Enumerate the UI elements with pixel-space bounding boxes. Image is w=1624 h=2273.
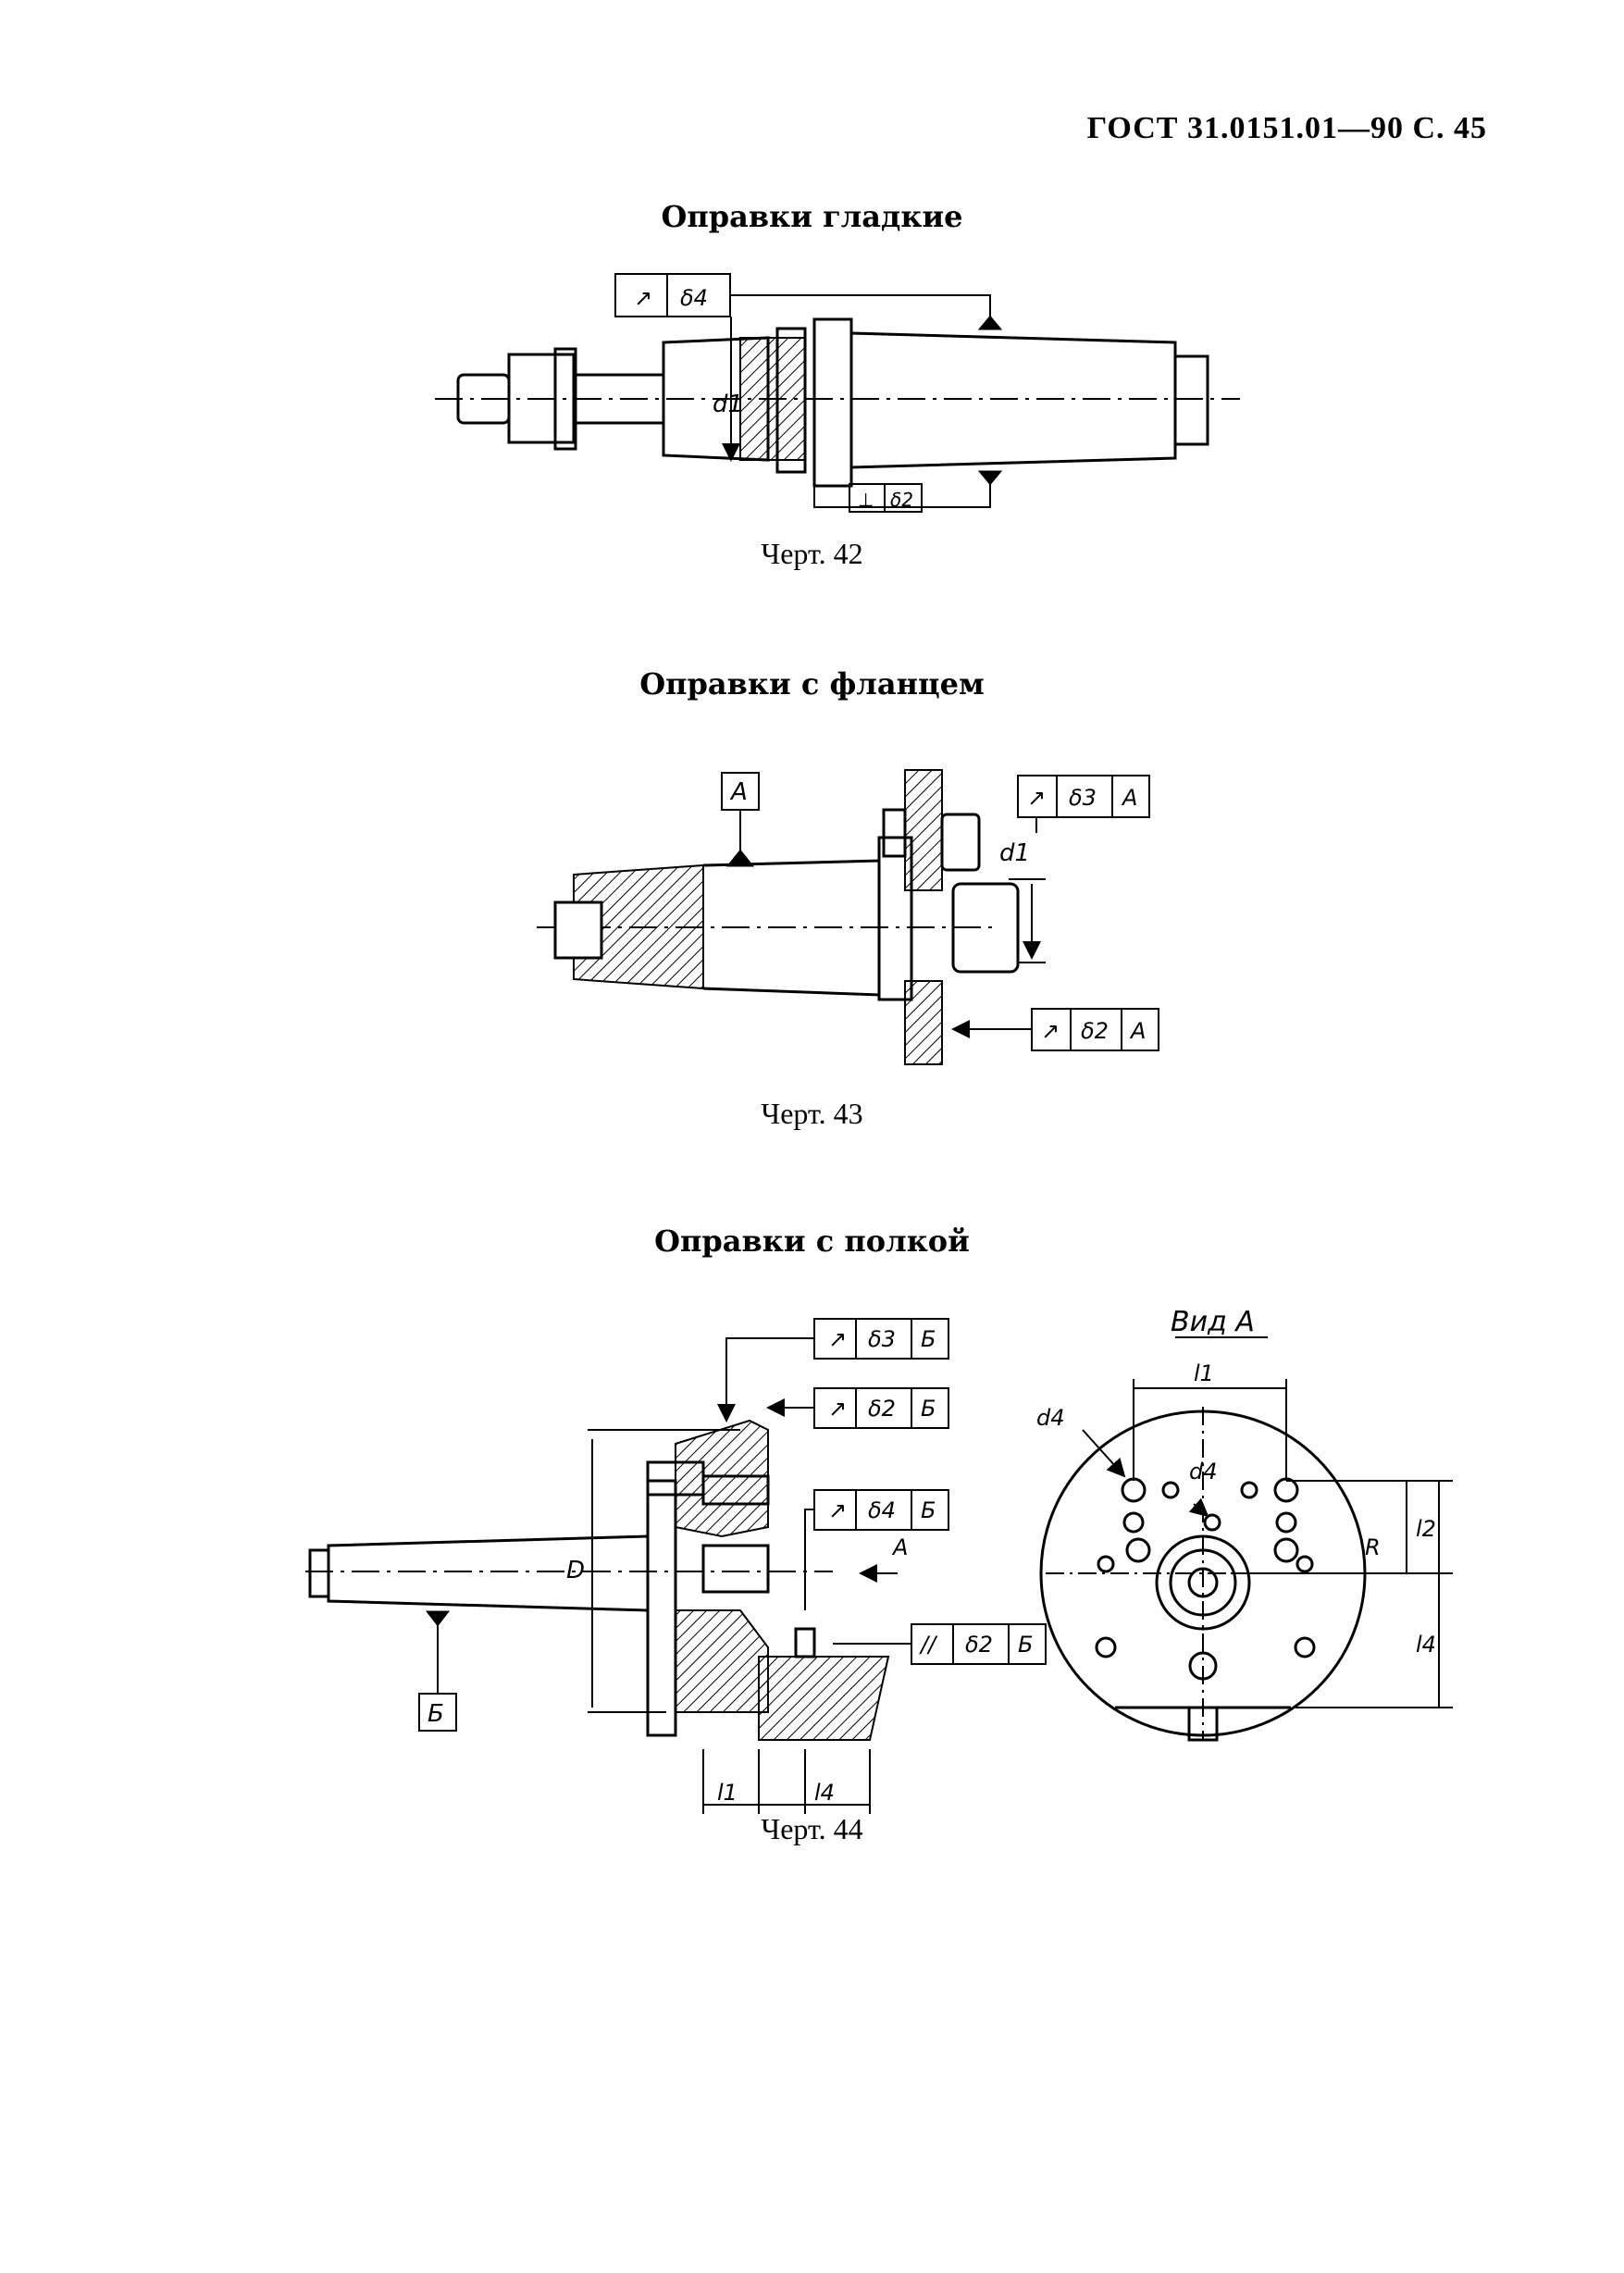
view-dim-l2: l2 xyxy=(1416,1516,1436,1542)
page-header: ГОСТ 31.0151.01—90 С. 45 xyxy=(1086,111,1487,145)
frame-value: δ4 xyxy=(680,285,708,311)
caption-42: Черт. 42 xyxy=(761,537,863,570)
frame-datum: Б xyxy=(921,1497,936,1523)
frame-symbol: ⊥ xyxy=(858,489,874,511)
frame-value: δ3 xyxy=(1069,785,1097,811)
frame-datum: A xyxy=(1129,1018,1146,1044)
dim-d1: d1 xyxy=(713,391,743,418)
view-dim-R: R xyxy=(1365,1534,1381,1560)
view-dim-l4: l4 xyxy=(1416,1632,1436,1658)
dim-d1: d1 xyxy=(999,839,1030,867)
dim-l4: l4 xyxy=(814,1780,835,1806)
caption-44: Черт. 44 xyxy=(761,1812,863,1845)
dim-D: D xyxy=(566,1557,585,1584)
frame-value: δ3 xyxy=(868,1326,896,1352)
frame-datum: Б xyxy=(1018,1632,1033,1658)
view-title: Вид А xyxy=(1171,1306,1255,1338)
section-title-42: Оправки гладкие xyxy=(661,199,963,234)
frame-symbol: ↗ xyxy=(828,1326,847,1352)
drawing-42 xyxy=(435,273,1240,513)
frame-value: δ4 xyxy=(868,1497,896,1523)
frame-symbol: ↗ xyxy=(1041,1018,1060,1044)
caption-43: Черт. 43 xyxy=(761,1097,863,1130)
view-dim-l1: l1 xyxy=(1194,1360,1214,1386)
section-title-43: Оправки с фланцем xyxy=(639,666,985,702)
datum-label: Б xyxy=(428,1700,444,1728)
frame-value: δ2 xyxy=(965,1632,993,1658)
drawing-42-labels: ↗ δ4 d1 ⊥ δ2 xyxy=(634,285,913,511)
section-title-44: Оправки с полкой xyxy=(654,1223,970,1259)
frame-value: δ2 xyxy=(890,489,913,511)
frame-symbol: ↗ xyxy=(828,1497,847,1523)
frame-value: δ2 xyxy=(868,1396,896,1422)
drawing-44-labels: ↗ δ3 Б ↗ δ2 Б ↗ δ4 Б // δ2 Б Б D A l1 l4… xyxy=(428,1306,1436,1806)
view-dim-d4: d4 xyxy=(1036,1405,1065,1431)
frame-value: δ2 xyxy=(1081,1018,1109,1044)
drawing-43-labels: A ↗ δ3 A d1 ↗ δ2 A xyxy=(729,778,1146,1044)
drawing-43 xyxy=(537,769,1159,1065)
dim-l1: l1 xyxy=(717,1780,738,1806)
drawing-44 xyxy=(305,1318,1453,1814)
frame-datum: A xyxy=(1121,785,1137,811)
view-dim-d4: d4 xyxy=(1189,1459,1218,1484)
arrow-label: A xyxy=(891,1534,908,1560)
datum-label: A xyxy=(729,778,748,806)
frame-symbol: ↗ xyxy=(1027,785,1046,811)
frame-symbol: ↗ xyxy=(634,285,652,311)
frame-symbol: ↗ xyxy=(828,1396,847,1422)
frame-datum: Б xyxy=(921,1396,936,1422)
frame-datum: Б xyxy=(921,1326,936,1352)
frame-symbol: // xyxy=(919,1632,938,1658)
